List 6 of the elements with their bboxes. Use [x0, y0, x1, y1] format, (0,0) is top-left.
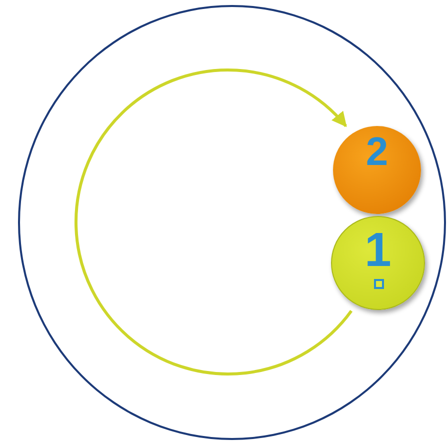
- disc: [333, 126, 421, 214]
- curved-arrow: [74, 68, 352, 376]
- outer-circle: [18, 5, 446, 440]
- disc: [331, 216, 425, 310]
- number-label: 2: [364, 132, 390, 172]
- number-label: 1: [364, 227, 392, 275]
